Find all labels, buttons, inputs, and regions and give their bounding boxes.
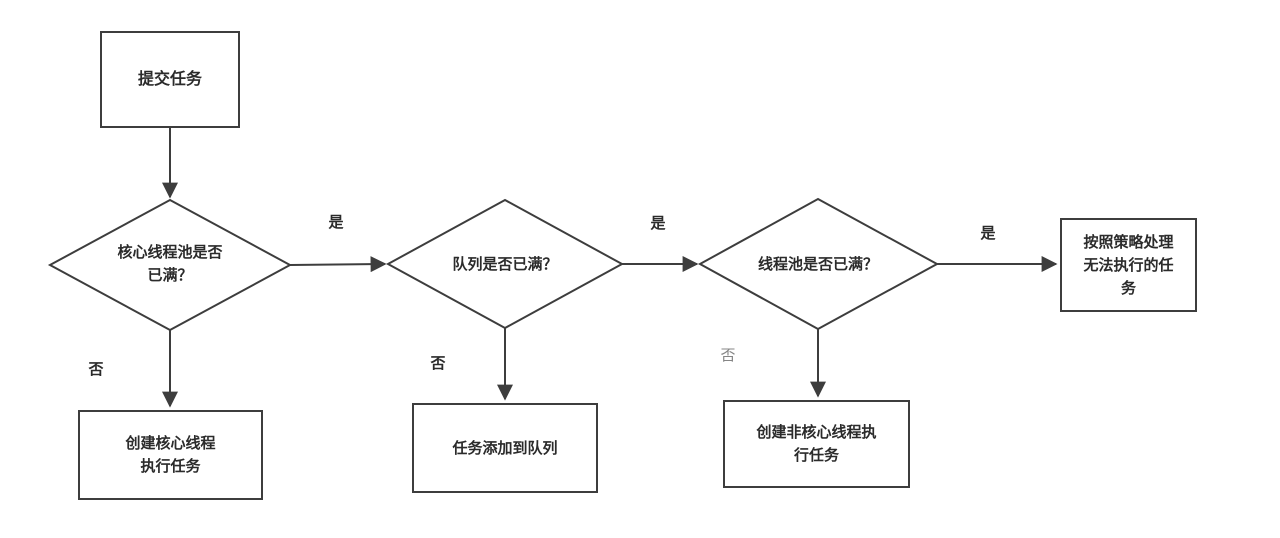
node-submit-task: 提交任务 xyxy=(100,31,240,128)
decision-pool-line1: 线程池是否已满？ xyxy=(757,256,878,273)
node-create-core-thread: 创建核心线程 执行任务 xyxy=(78,410,263,500)
node-reject-policy-line2: 无法执行的任 xyxy=(1083,256,1174,274)
edge-label-yes-1: 是 xyxy=(328,214,344,231)
decision-queue-line1: 队列是否已满？ xyxy=(452,256,558,273)
node-submit-task-label: 提交任务 xyxy=(137,71,202,88)
decision-core-pool-label: 核心线程池是否 已满？ xyxy=(90,241,250,287)
decision-core-pool-line1: 核心线程池是否 xyxy=(117,244,223,261)
node-add-to-queue-label: 任务添加到队列 xyxy=(452,439,558,457)
node-create-core-thread-line2: 执行任务 xyxy=(140,458,201,475)
node-create-noncore-thread: 创建非核心线程执 行任务 xyxy=(723,400,910,488)
decision-queue-label: 队列是否已满？ xyxy=(415,253,595,276)
edge-label-no-2: 否 xyxy=(430,355,446,372)
edge-label-no-3: 否 xyxy=(720,347,736,364)
edge-label-no-1: 否 xyxy=(88,361,104,378)
node-create-noncore-thread-line1: 创建非核心线程执 xyxy=(756,424,877,441)
edge-label-yes-3: 是 xyxy=(980,225,996,242)
node-reject-policy-line3: 务 xyxy=(1120,279,1136,297)
node-reject-policy: 按照策略处理 无法执行的任 务 xyxy=(1060,218,1197,312)
node-create-noncore-thread-line2: 行任务 xyxy=(793,447,839,464)
edge-label-yes-2: 是 xyxy=(650,215,666,232)
edge-yes-core-to-queue xyxy=(289,256,387,273)
node-add-to-queue: 任务添加到队列 xyxy=(412,403,598,493)
node-create-core-thread-line1: 创建核心线程 xyxy=(125,435,216,452)
node-reject-policy-line1: 按照策略处理 xyxy=(1083,233,1174,251)
decision-core-pool-line2: 已满？ xyxy=(147,267,193,284)
decision-pool-label: 线程池是否已满？ xyxy=(718,253,918,276)
